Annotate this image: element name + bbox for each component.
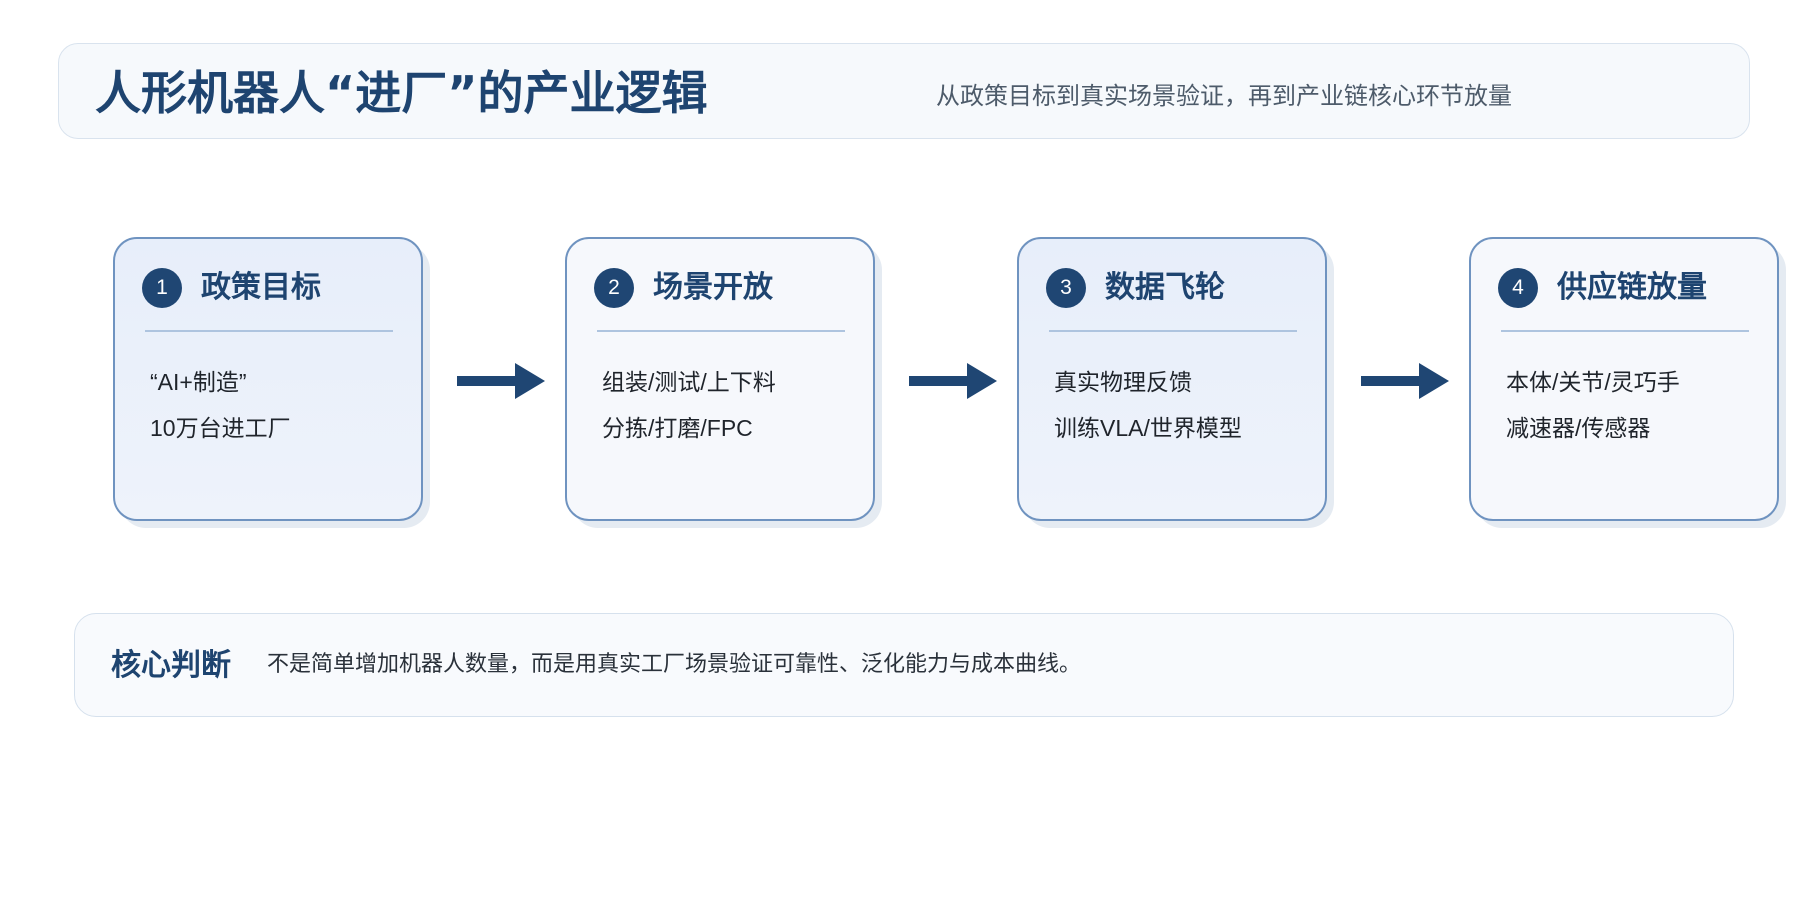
step-divider [597,330,845,332]
step-card-1: 1 政策目标 “AI+制造” 10万台进工厂 [113,237,423,521]
step-detail: 10万台进工厂 [150,415,291,441]
arrow-right-icon [909,363,997,399]
step-title: 供应链放量 [1557,270,1707,305]
step-detail: 减速器/传感器 [1506,415,1651,441]
step-divider [145,330,393,332]
step-card-4: 4 供应链放量 本体/关节/灵巧手 减速器/传感器 [1469,237,1779,521]
step-title: 政策目标 [201,270,321,305]
step-number-badge: 1 [142,268,182,308]
step-number-badge: 2 [594,268,634,308]
step-divider [1049,330,1297,332]
step-title: 数据飞轮 [1105,270,1225,305]
step-card-3: 3 数据飞轮 真实物理反馈 训练VLA/世界模型 [1017,237,1327,521]
core-judgement-label: 核心判断 [111,648,231,683]
step-detail: 训练VLA/世界模型 [1054,415,1242,441]
step-detail: 组装/测试/上下料 [602,369,776,395]
core-judgement-text: 不是简单增加机器人数量，而是用真实工厂场景验证可靠性、泛化能力与成本曲线。 [267,652,1082,677]
page-subtitle: 从政策目标到真实场景验证，再到产业链核心环节放量 [936,82,1512,110]
step-divider [1501,330,1749,332]
page-title: 人形机器人“进厂”的产业逻辑 [95,66,708,120]
step-detail: 分拣/打磨/FPC [602,415,753,441]
step-detail: 本体/关节/灵巧手 [1506,369,1680,395]
header-panel: 人形机器人“进厂”的产业逻辑 从政策目标到真实场景验证，再到产业链核心环节放量 [58,43,1750,139]
step-detail: 真实物理反馈 [1054,369,1192,395]
step-number-badge: 3 [1046,268,1086,308]
step-title: 场景开放 [653,270,773,305]
arrow-right-icon [457,363,545,399]
core-judgement-panel: 核心判断 不是简单增加机器人数量，而是用真实工厂场景验证可靠性、泛化能力与成本曲… [74,613,1734,717]
step-detail: “AI+制造” [150,369,247,395]
arrow-right-icon [1361,363,1449,399]
step-card-2: 2 场景开放 组装/测试/上下料 分拣/打磨/FPC [565,237,875,521]
step-number-badge: 4 [1498,268,1538,308]
